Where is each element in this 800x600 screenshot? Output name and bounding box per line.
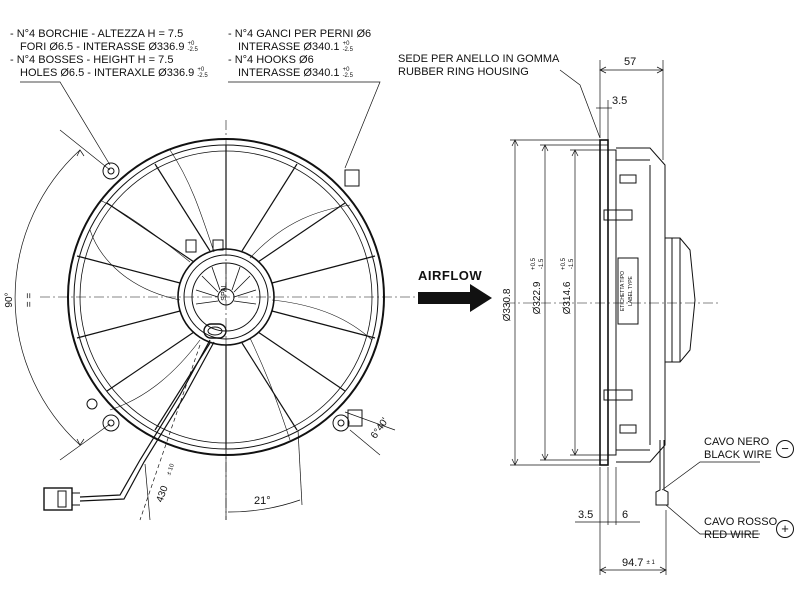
cable-430-tol: ± 10 (166, 463, 176, 477)
dim-314-tol-up: +0.5 (561, 257, 567, 270)
wire-black-it: CAVO NERO (704, 436, 770, 448)
note-hooks-en-2: INTERASSE Ø340.1 +0-2.5 (238, 67, 353, 80)
motor-brand: SPAL (221, 283, 228, 300)
angle-90: 90° (4, 292, 15, 307)
dim-322: Ø322.9 (532, 281, 543, 314)
note-bosses-en: - N°4 BOSSES - HEIGHT H = 7.5 (10, 54, 174, 66)
angle-6-40: 6°40' (369, 416, 391, 441)
airflow-label: AIRFLOW (418, 268, 483, 283)
note-hooks-en-2-text: INTERASSE Ø340.1 (238, 67, 340, 79)
angle-equal: = = (24, 293, 35, 308)
wire-red-en: RED WIRE (704, 529, 759, 541)
note-bosses-en-2-text: HOLES Ø6.5 - INTERAXLE Ø336.9 (20, 67, 195, 79)
dim-314: Ø314.6 (562, 281, 573, 314)
airflow-arrow (418, 284, 492, 312)
tol-336-a: +0-2.5 (187, 41, 198, 54)
note-hooks-en: - N°4 HOOKS Ø6 (228, 54, 314, 66)
tol-340-a: +0-2.5 (342, 41, 353, 54)
note-ring-it: SEDE PER ANELLO IN GOMMA (398, 53, 560, 65)
side-view-fan (505, 139, 720, 506)
wire-red-plus-icon: + (776, 520, 794, 538)
dim-322-tol-dn: -1.5 (539, 258, 545, 269)
tol-340-b: +0-2.5 (342, 67, 353, 80)
note-hooks-it-2: INTERASSE Ø340.1 +0-2.5 (238, 41, 353, 54)
note-bosses-en-2: HOLES Ø6.5 - INTERAXLE Ø336.9 +0-2.5 (20, 67, 208, 80)
note-bosses-it: - N°4 BORCHIE - ALTEZZA H = 7.5 (10, 28, 184, 40)
note-bosses-it-2-text: FORI Ø6.5 - INTERASSE Ø336.9 (20, 41, 185, 53)
note-bosses-it-2: FORI Ø6.5 - INTERASSE Ø336.9 +0-2.5 (20, 41, 198, 54)
dim-6: 6 (622, 509, 629, 521)
tol-336-b: +0-2.5 (197, 67, 208, 80)
dim-94-7-text: 94.7 (622, 557, 644, 569)
wire-black-en: BLACK WIRE (704, 449, 772, 461)
note-ring-en: RUBBER RING HOUSING (398, 66, 529, 78)
svg-text:SPAL: SPAL (221, 283, 228, 300)
angle-21: 21° (254, 495, 271, 507)
cable-430: 430 (155, 484, 171, 504)
dim-3-5-bottom: 3.5 (578, 509, 594, 521)
dim-314-tol-dn: -1.5 (569, 258, 575, 269)
side-label-2: LABEL TYPE (628, 275, 634, 305)
front-dimension-lines (14, 81, 396, 521)
mounting-bosses (86, 162, 350, 432)
wire-black-minus-icon: − (776, 440, 794, 458)
dim-94-7: 94.7 ± 1 (622, 557, 655, 570)
front-view-fan (40, 120, 420, 520)
note-hooks-it: - N°4 GANCI PER PERNI Ø6 (228, 28, 372, 40)
dim-330: Ø330.8 (502, 288, 513, 321)
side-dimension-lines (510, 60, 760, 575)
dim-322-tol-up: +0.5 (531, 257, 537, 270)
side-label-1: ETICHETTA TIPO (620, 271, 626, 311)
fan-blades (89, 149, 373, 441)
note-hooks-it-2-text: INTERASSE Ø340.1 (238, 41, 340, 53)
dim-94-7-tol: ± 1 (646, 560, 655, 567)
wire-red-it: CAVO ROSSO (704, 516, 778, 528)
grille-spokes (76, 145, 376, 449)
dim-3-5-top: 3.5 (612, 95, 628, 107)
dim-57: 57 (624, 56, 637, 68)
